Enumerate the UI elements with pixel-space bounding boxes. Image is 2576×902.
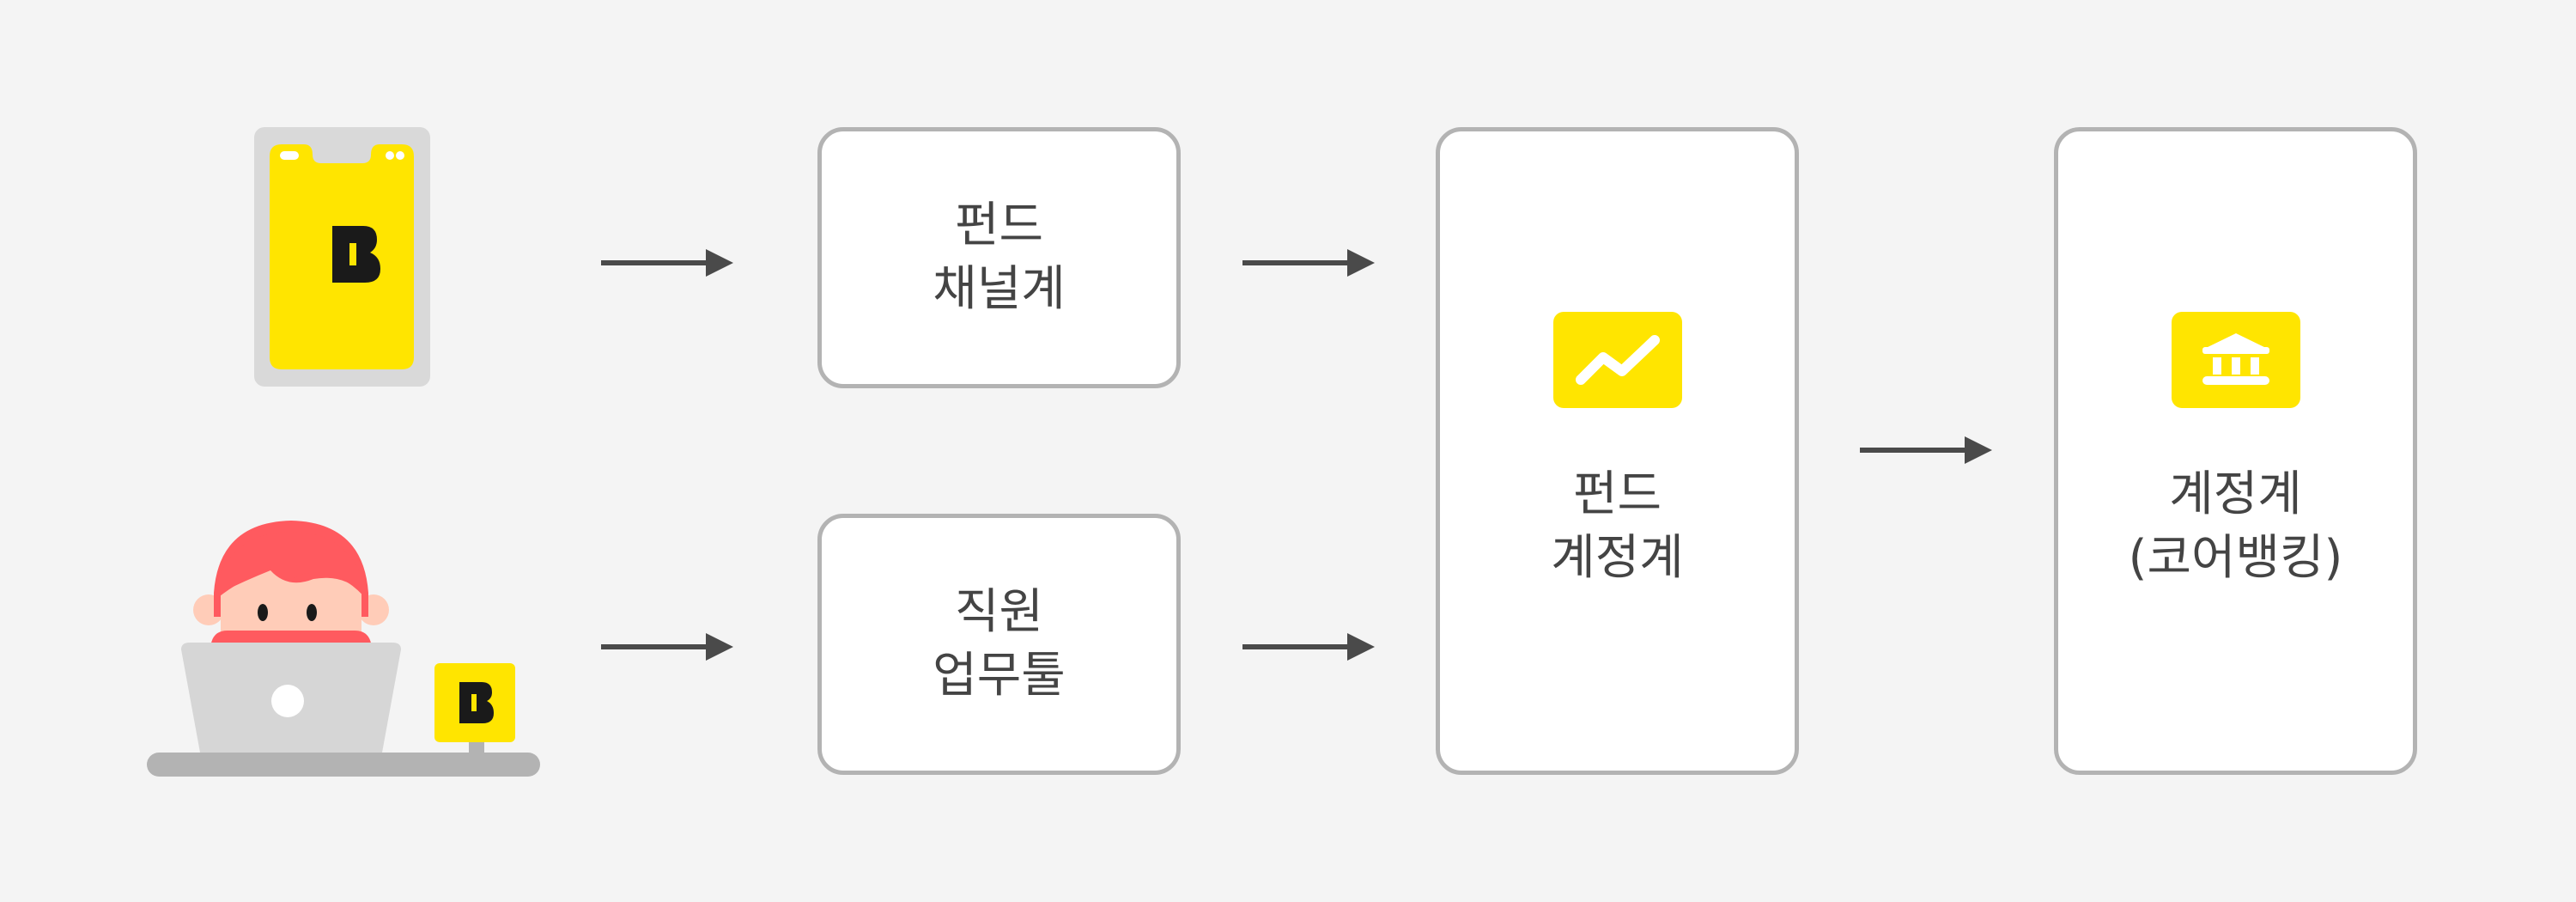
core-banking-label: 계정계 (코어뱅킹) [2129, 463, 2343, 590]
brand-logo-icon [459, 682, 494, 723]
fund-account-label: 펀드 계정계 [1551, 463, 1684, 590]
fund-channel-label-line1: 펀드 [954, 198, 1044, 253]
phone-screen [270, 144, 414, 369]
fund-account-label-line1: 펀드 [1572, 466, 1662, 522]
fund-channel-label-line2: 채널계 [933, 261, 1066, 317]
arrow-right-icon [1242, 249, 1375, 277]
arrow-right-icon [1860, 436, 1992, 464]
core-banking-label-line2: (코어뱅킹) [2128, 530, 2343, 586]
arrow-right-icon [601, 249, 733, 277]
bank-icon [2171, 312, 2300, 408]
arrow-right-icon [601, 633, 733, 661]
fund-channel-label: 펀드 채널계 [933, 194, 1066, 321]
fund-channel-box: 펀드 채널계 [817, 127, 1181, 388]
arrow-right-icon [1242, 633, 1375, 661]
chart-trend-icon [1552, 312, 1682, 408]
fund-account-label-line2: 계정계 [1551, 530, 1684, 586]
staff-tool-label-line1: 직원 [954, 584, 1044, 640]
staff-person-icon [147, 521, 540, 777]
brand-logo-icon [332, 226, 380, 283]
staff-tool-box: 직원 업무툴 [817, 514, 1181, 775]
fund-account-system-box: 펀드 계정계 [1436, 127, 1799, 775]
staff-tool-label-line2: 업무툴 [933, 648, 1066, 704]
mobile-phone-icon [254, 127, 430, 387]
staff-tool-label: 직원 업무툴 [933, 581, 1066, 708]
core-banking-box: 계정계 (코어뱅킹) [2054, 127, 2417, 775]
core-banking-label-line1: 계정계 [2169, 466, 2302, 522]
